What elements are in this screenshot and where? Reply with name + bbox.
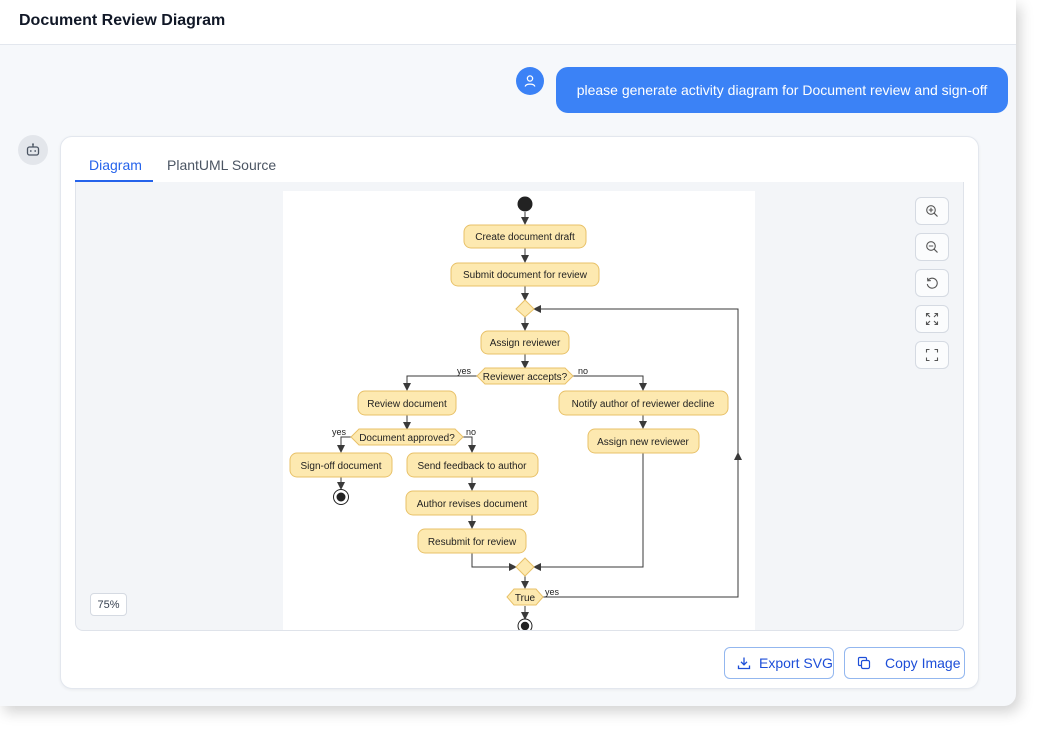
activity-author-revises: Author revises document: [405, 490, 539, 516]
export-svg-button[interactable]: Export SVG: [724, 647, 834, 679]
diagram-edges: [337, 212, 742, 620]
activity-notify-author: Notify author of reviewer decline: [558, 390, 729, 416]
activity-sign-off: Sign-off document: [289, 452, 393, 478]
svg-text:Send feedback to author: Send feedback to author: [418, 461, 528, 472]
svg-text:Sign-off document: Sign-off document: [301, 461, 382, 472]
copy-image-button[interactable]: Copy Image: [844, 647, 965, 679]
guard-approved-yes: yes: [332, 427, 347, 437]
activity-send-feedback: Send feedback to author: [406, 452, 539, 478]
zoom-level-indicator: 75%: [90, 593, 127, 616]
window-title: Document Review Diagram: [19, 12, 226, 29]
guard-loop-yes: yes: [545, 587, 560, 597]
end-node-sign-off: [333, 489, 349, 505]
svg-text:Submit document for review: Submit document for review: [463, 270, 588, 281]
zoom-out-icon: [926, 241, 938, 253]
svg-text:Notify author of reviewer decl: Notify author of reviewer decline: [572, 399, 715, 410]
zoom-in-icon: [926, 205, 938, 217]
svg-text:Assign new reviewer: Assign new reviewer: [597, 437, 689, 448]
active-tab-indicator: [75, 180, 153, 182]
diagram-canvas[interactable]: Create document draft Submit document fo…: [283, 191, 755, 630]
reset-icon: [926, 277, 938, 289]
activity-resubmit: Resubmit for review: [417, 528, 527, 554]
svg-text:Create document draft: Create document draft: [475, 232, 575, 243]
user-message-bubble: please generate activity diagram for Doc…: [556, 67, 1008, 113]
activity-assign-new-reviewer: Assign new reviewer: [587, 428, 700, 454]
bot-icon: [26, 143, 40, 156]
fit-to-view-button[interactable]: [915, 305, 949, 333]
tab-diagram[interactable]: Diagram: [89, 157, 142, 173]
decision-true: True: [506, 588, 544, 606]
assistant-response-card: Diagram PlantUML Source: [60, 136, 979, 689]
user-avatar: [516, 67, 544, 95]
title-bar: Document Review Diagram: [0, 0, 1016, 45]
activity-review-document: Review document: [357, 390, 457, 416]
svg-text:Resubmit for review: Resubmit for review: [428, 537, 517, 548]
decision-reviewer-accepts: Reviewer accepts?: [476, 367, 574, 385]
activity-create-draft: Create document draft: [463, 224, 587, 249]
user-message-text: please generate activity diagram for Doc…: [576, 82, 988, 98]
fullscreen-button[interactable]: [915, 341, 949, 369]
activity-submit-review: Submit document for review: [450, 262, 600, 287]
tab-plantuml-source[interactable]: PlantUML Source: [167, 157, 277, 173]
reset-view-button[interactable]: [915, 269, 949, 297]
svg-text:Reviewer accepts?: Reviewer accepts?: [483, 372, 568, 383]
user-icon: [524, 75, 536, 87]
start-node: [517, 196, 533, 212]
decision-document-approved: Document approved?: [350, 428, 464, 446]
bot-avatar: [18, 135, 48, 165]
svg-text:Assign reviewer: Assign reviewer: [490, 338, 561, 349]
zoom-out-button[interactable]: [915, 233, 949, 261]
svg-text:Review document: Review document: [367, 399, 447, 410]
zoom-in-button[interactable]: [915, 197, 949, 225]
download-icon: [737, 657, 751, 670]
activity-assign-reviewer: Assign reviewer: [480, 330, 570, 355]
svg-text:Document approved?: Document approved?: [359, 433, 455, 444]
tab-bar: Diagram PlantUML Source: [75, 145, 964, 183]
svg-text:True: True: [515, 593, 536, 604]
activity-diagram: Create document draft Submit document fo…: [289, 196, 742, 630]
export-svg-label: Export SVG: [759, 655, 833, 671]
merge-diamond-lower: [515, 557, 535, 577]
merge-diamond: [515, 299, 535, 318]
copy-icon: [857, 656, 871, 670]
guard-accepts-no: no: [578, 366, 588, 376]
guard-approved-no: no: [466, 427, 476, 437]
fit-icon: [925, 312, 939, 326]
copy-image-label: Copy Image: [885, 655, 961, 671]
end-node-final: [517, 618, 533, 630]
fullscreen-icon: [925, 348, 939, 362]
app-window: Document Review Diagram please generate …: [0, 0, 1016, 689]
svg-text:Author revises document: Author revises document: [417, 499, 528, 510]
diagram-viewer[interactable]: Create document draft Submit document fo…: [75, 182, 964, 631]
guard-accepts-yes: yes: [457, 366, 472, 376]
